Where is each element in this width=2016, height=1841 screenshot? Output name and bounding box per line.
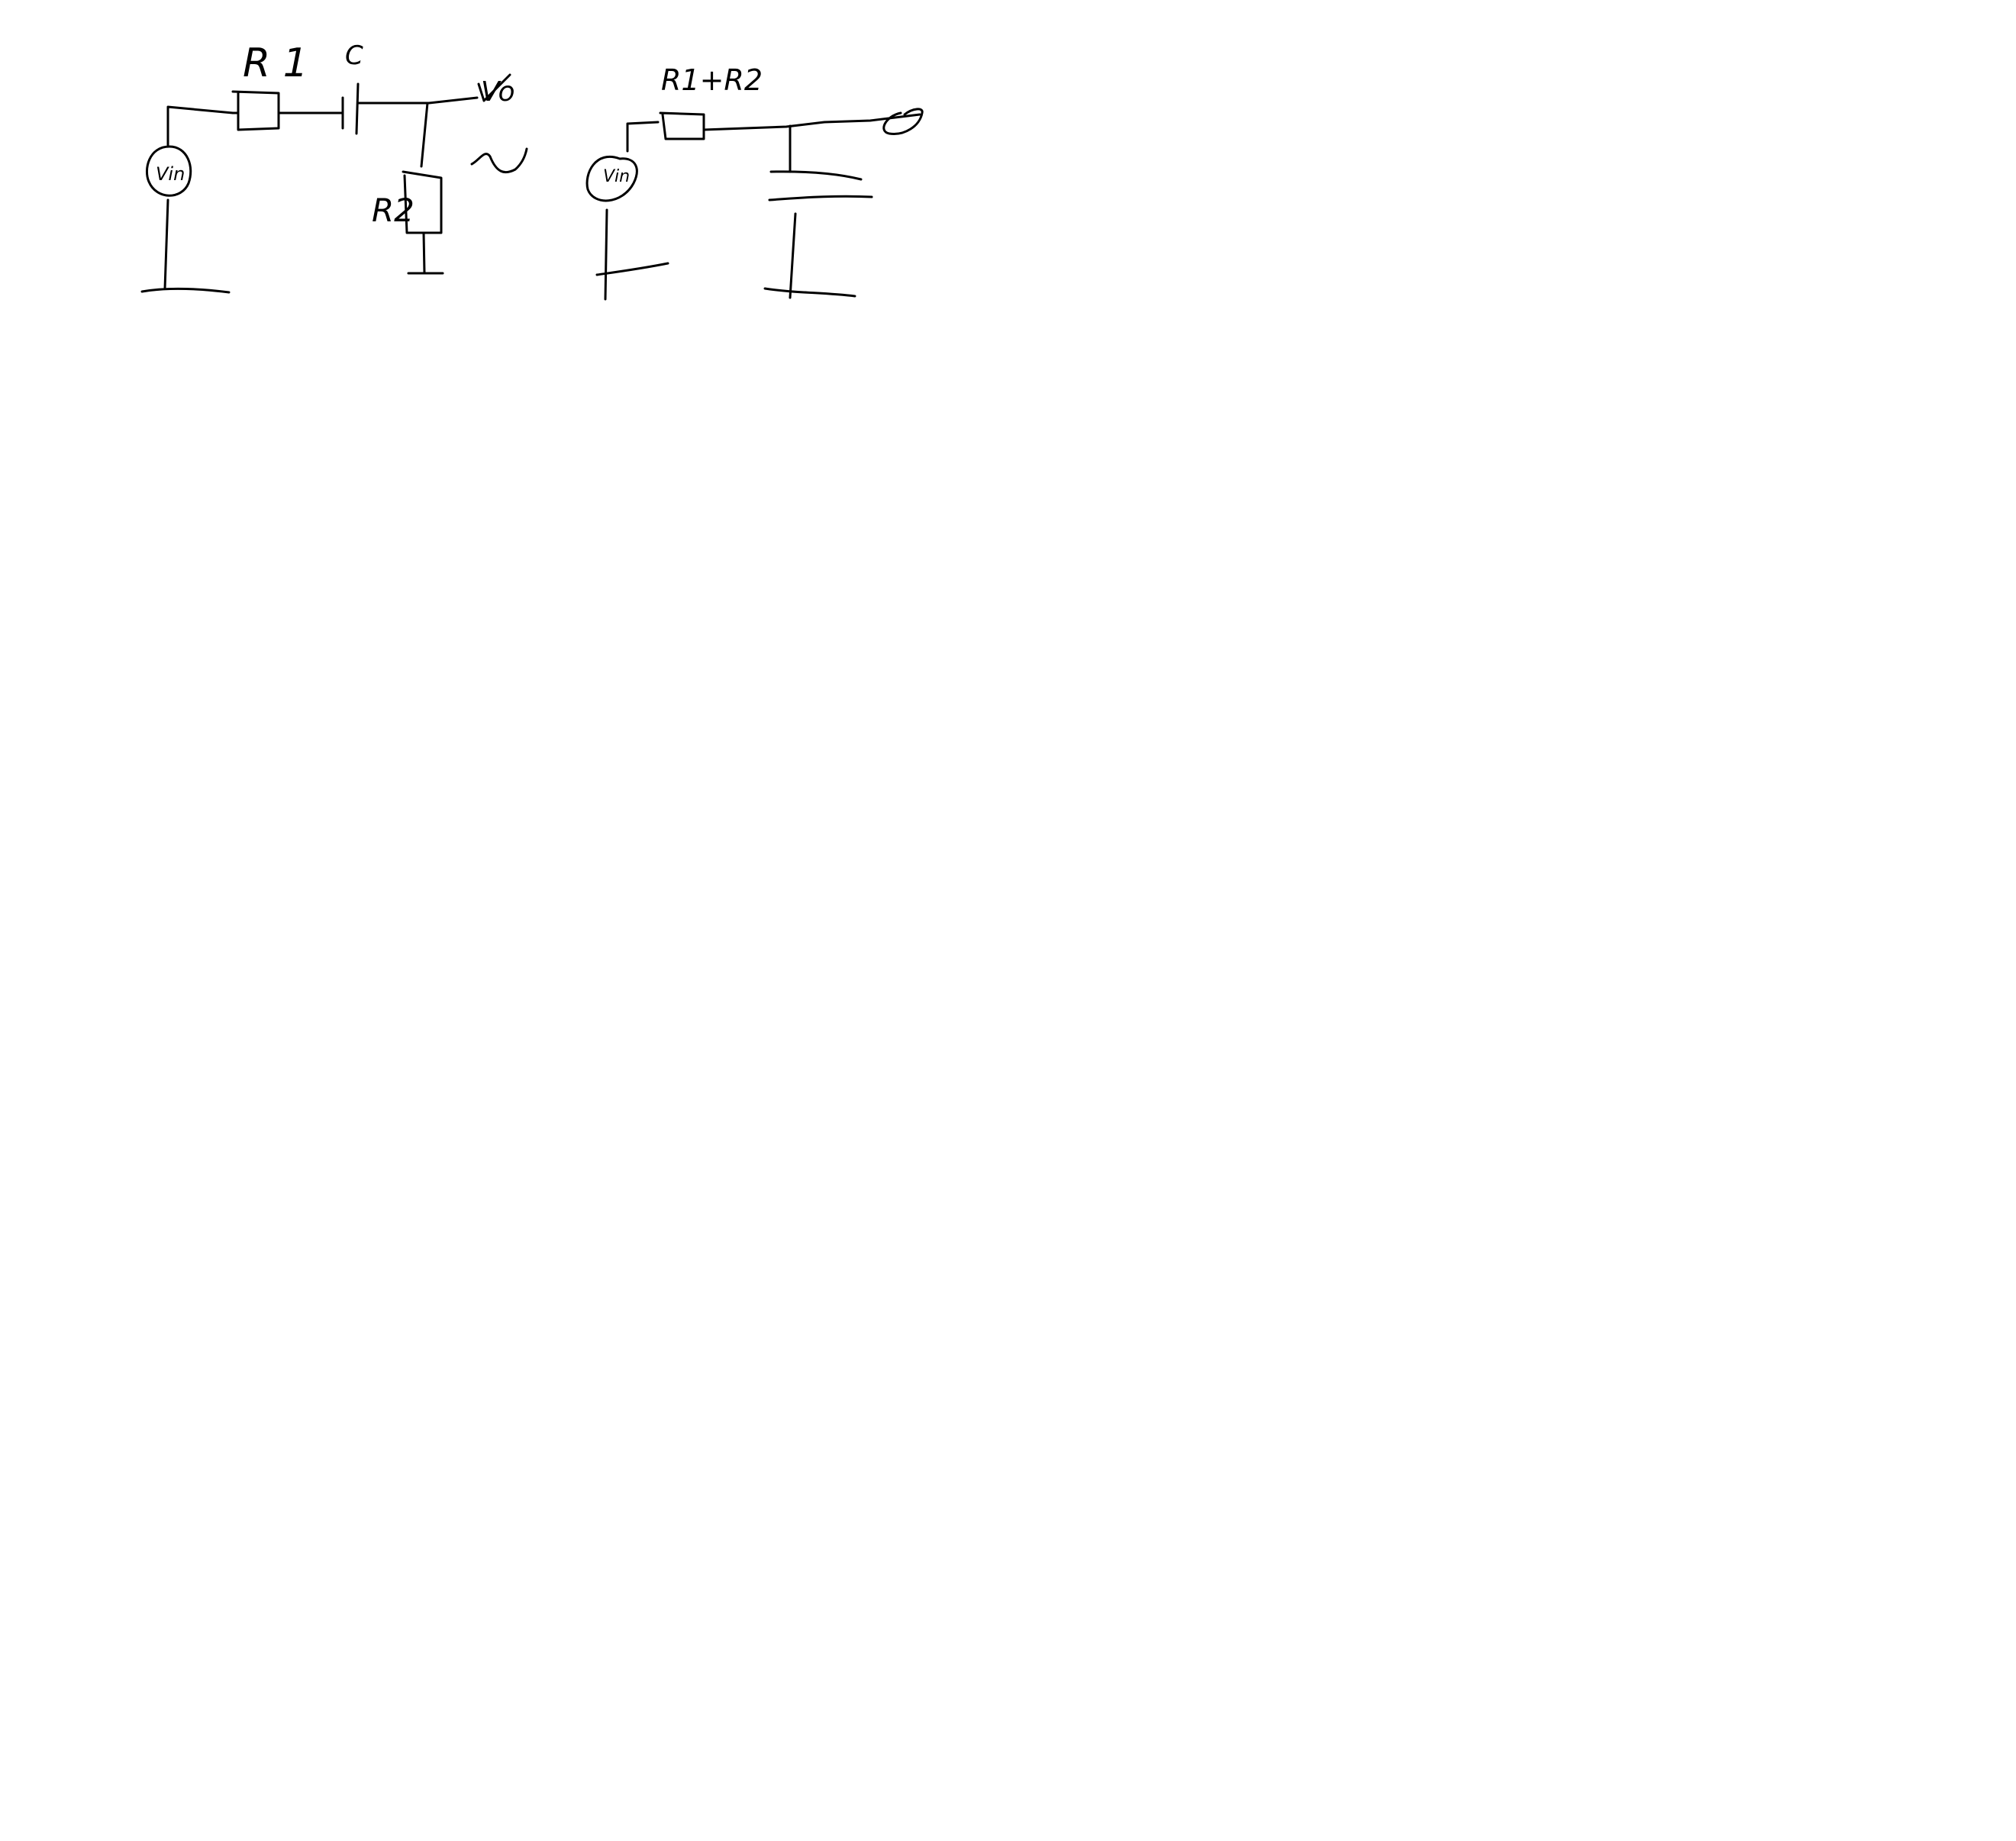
resistor-r1-r2 <box>659 111 705 140</box>
label-c: C <box>345 40 363 71</box>
wire-c-to-output <box>356 96 479 105</box>
output-terminal-right <box>882 108 924 135</box>
wire-source-up <box>166 105 234 147</box>
ground-source <box>140 287 231 294</box>
label-vin: Vin <box>156 163 185 185</box>
source-vin-circle <box>145 145 192 197</box>
left-circuit <box>140 73 528 294</box>
wire-node-to-r2 <box>420 102 429 168</box>
right-circuit <box>585 108 924 301</box>
wire-right-source-up <box>626 121 660 153</box>
wire-source-ground <box>163 198 169 290</box>
resistor-r2 <box>402 170 443 234</box>
source-right-circle <box>585 156 638 202</box>
output-terminal-mark <box>477 73 511 102</box>
wire-right-source-ground <box>604 208 608 301</box>
label-r1-plus-r2: R1+R2 <box>661 63 763 97</box>
label-vo: Vo <box>481 76 515 108</box>
capacitor-right-plate-bottom <box>768 195 873 202</box>
resistor-r1 <box>231 90 280 131</box>
ground-right-source <box>595 262 669 276</box>
wire-right-top <box>702 113 921 131</box>
label-right-source: Vin <box>603 167 630 186</box>
ground-right-c <box>763 287 856 298</box>
output-waveform-sketch <box>470 147 528 174</box>
label-r1: R 1 <box>243 40 308 86</box>
capacitor-right-plate-top <box>769 170 863 181</box>
label-r2: R2 <box>372 192 414 229</box>
wire-right-c-ground <box>789 212 797 299</box>
capacitor-plate-right <box>355 82 360 135</box>
